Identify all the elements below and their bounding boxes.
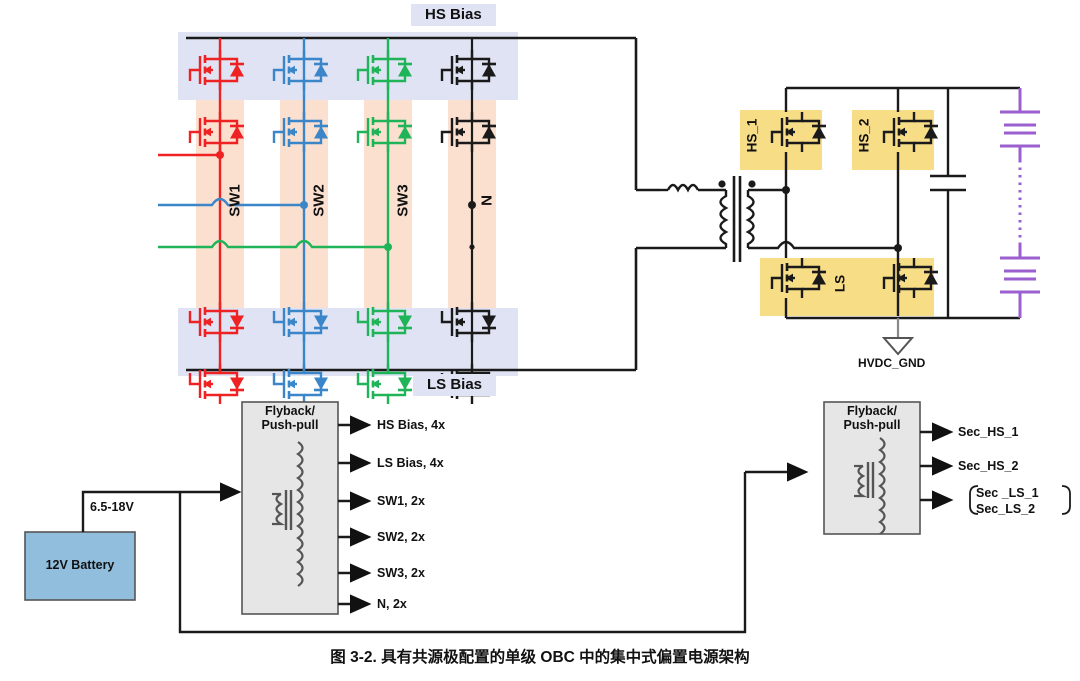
left-block-outputs	[338, 415, 372, 614]
secondary-label-hs2: HS_2	[856, 118, 872, 153]
primary-rails	[186, 36, 660, 372]
sec-ls-2-label: Sec_LS_2	[976, 501, 1036, 516]
right-block-transformer-icon	[854, 437, 886, 535]
leg-sw3	[158, 38, 414, 406]
sec-ls-1-label: Sec _LS_1	[976, 486, 1039, 500]
ls-bias-band-label: LS Bias	[413, 374, 497, 396]
left-supply-title: Flyback/ Push-pull	[242, 404, 338, 433]
left-block-transformer-icon	[272, 441, 304, 587]
hs-bias-band-label: HS Bias	[411, 4, 496, 26]
secondary-bridge	[782, 86, 1020, 320]
secondary-label-hs1: HS_1	[744, 118, 760, 153]
hvdc-gnd-label: HVDC_GND	[858, 356, 926, 370]
right-output-label-1: Sec_HS_2	[958, 459, 1019, 473]
left-supply-title-line1: Flyback/	[264, 404, 316, 418]
resonant-inductor	[660, 183, 726, 193]
left-output-label-2: SW1, 2x	[377, 494, 425, 508]
input-voltage-label: 6.5-18V	[90, 500, 134, 514]
right-supply-title-line2: Push-pull	[843, 418, 901, 433]
right-supply-title-line1: Flyback/	[846, 404, 898, 418]
leg-sw2	[158, 38, 330, 406]
leg-sw1	[158, 38, 246, 406]
left-output-label-1: LS Bias, 4x	[377, 456, 444, 470]
right-output-group-sec-ls: Sec _LS_1 Sec_LS_2	[976, 486, 1039, 517]
sec-ls-group-bracket	[969, 485, 1071, 515]
leg-label-sw3: SW3	[394, 184, 412, 217]
right-output-label-0: Sec_HS_1	[958, 425, 1019, 439]
right-block-outputs	[920, 422, 954, 510]
leg-n	[440, 38, 498, 406]
left-output-label-0: HS Bias, 4x	[377, 418, 446, 432]
figure-caption-text: 具有共源极配置的单级 OBC 中的集中式偏置电源架构	[381, 649, 750, 666]
left-supply-title-line2: Push-pull	[261, 418, 319, 433]
figure-caption-number: 图 3-2.	[330, 649, 377, 666]
battery-block	[24, 531, 136, 601]
right-supply-title: Flyback/ Push-pull	[824, 404, 920, 433]
leg-label-sw2: SW2	[310, 184, 328, 217]
left-output-label-4: SW3, 2x	[377, 566, 425, 580]
battery-label: 12V Battery	[45, 558, 115, 572]
left-output-label-5: N, 2x	[377, 597, 407, 611]
hv-battery-stack	[1000, 88, 1040, 318]
figure-caption: 图 3-2. 具有共源极配置的单级 OBC 中的集中式偏置电源架构	[0, 645, 1080, 667]
battery-to-supply-wire	[81, 462, 809, 634]
leg-label-sw1: SW1	[226, 184, 244, 217]
hvdc-ground-icon	[881, 318, 915, 356]
left-output-label-3: SW2, 2x	[377, 530, 425, 544]
secondary-label-ls: LS	[832, 274, 848, 293]
leg-label-n: N	[478, 195, 496, 206]
